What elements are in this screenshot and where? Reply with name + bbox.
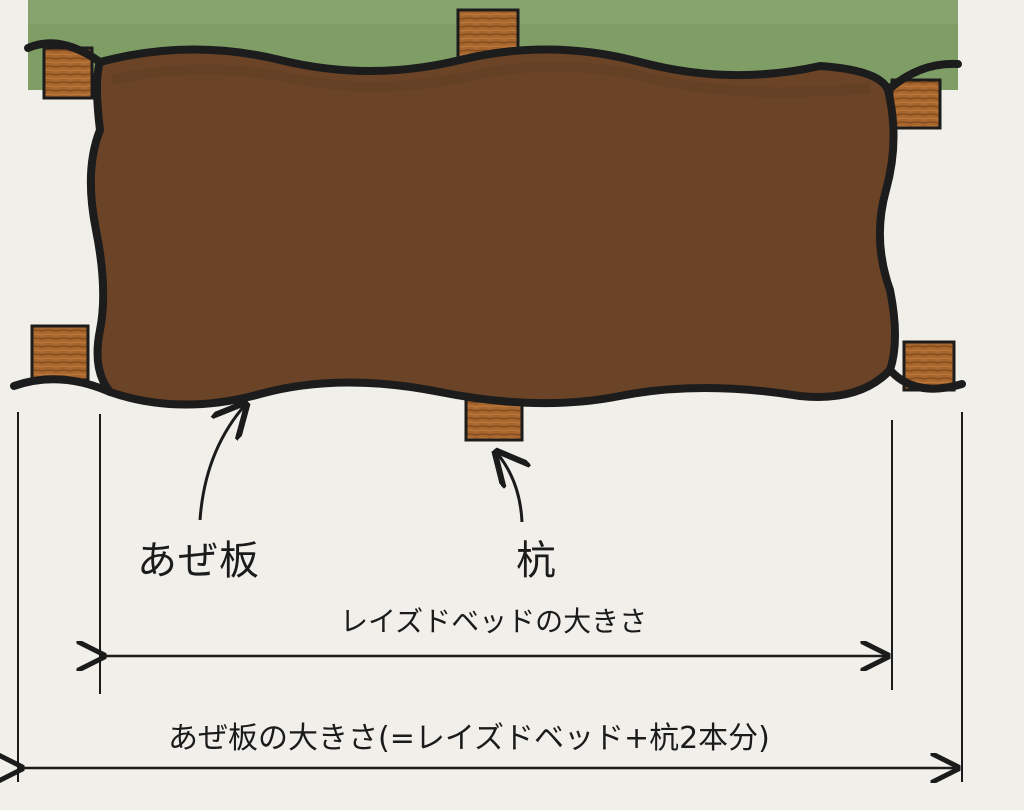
stake-top-right	[890, 78, 942, 130]
stake-bottom-left	[30, 324, 90, 382]
board-bottom-right-edge	[886, 366, 966, 393]
board-size-label: あぜ板の大きさ(=レイズドベッド+杭2本分)	[168, 721, 770, 756]
board-bottom-left-edge	[10, 375, 114, 396]
board-label: あぜ板	[137, 538, 260, 584]
stake-label: 杭	[516, 538, 556, 584]
bed-size-label: レイズドベッドの大きさ	[340, 605, 648, 638]
board-pointer-arrow	[198, 404, 246, 521]
soil-inner-shadow	[110, 61, 871, 98]
board-top-right-edge	[884, 59, 962, 94]
board-top-edge	[24, 39, 104, 66]
stake-pointer-arrow	[496, 452, 522, 523]
soil-bed	[86, 45, 899, 409]
